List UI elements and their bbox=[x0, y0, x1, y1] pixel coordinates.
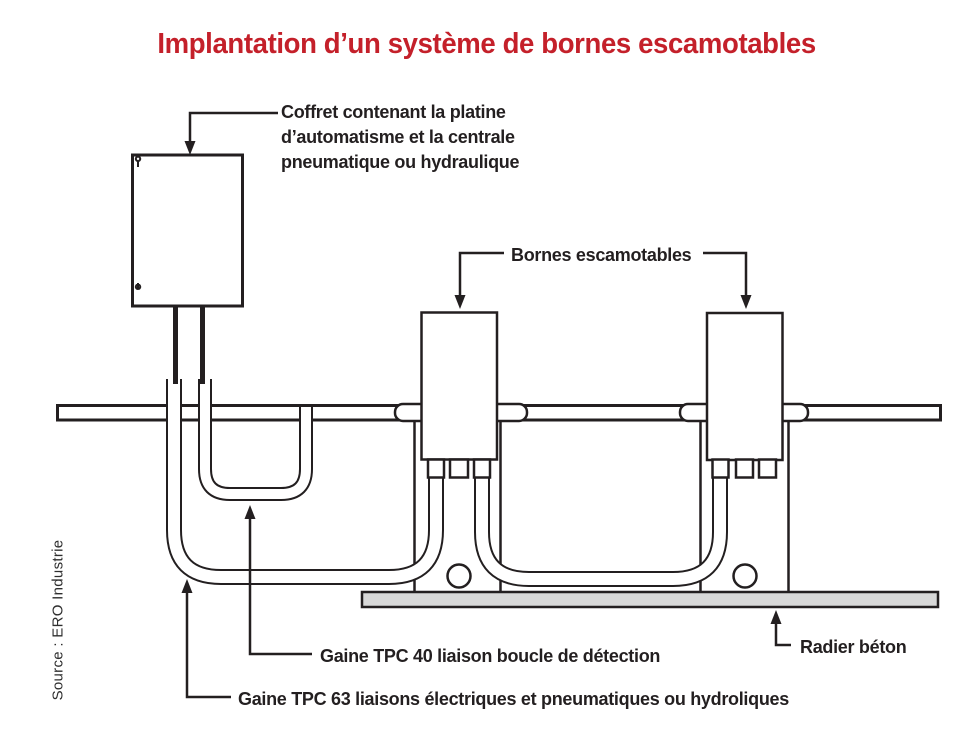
bornes-leader-left bbox=[458, 251, 504, 297]
right-bollard-stub-1 bbox=[711, 458, 730, 479]
page-title: Implantation d’un système de bornes esca… bbox=[0, 28, 973, 61]
tpc40-label: Gaine TPC 40 liaison boucle de détection bbox=[320, 646, 661, 666]
pipe-tpc63-cabinet-run-bore bbox=[168, 379, 442, 583]
bornes-arrow-right-icon bbox=[740, 295, 752, 309]
page-title-text: Implantation d’un système de bornes esca… bbox=[157, 28, 816, 60]
tpc40-arrow-icon bbox=[244, 505, 256, 519]
cabinet-label: Coffret contenant la platine d’automatis… bbox=[281, 100, 520, 175]
radier-label: Radier béton bbox=[800, 637, 907, 657]
tpc63-leader-line bbox=[185, 591, 231, 699]
tpc63-label: Gaine TPC 63 liaisons électriques et pne… bbox=[238, 689, 789, 709]
pipe-tpc63-bollard-link-outline bbox=[474, 477, 728, 587]
left-bollard-stub-3 bbox=[472, 458, 492, 479]
cabinet-arrow-icon bbox=[184, 141, 196, 155]
pipe-tpc63-bollard-link-bore bbox=[476, 477, 726, 585]
cabinet-label-line1: Coffret contenant la platine bbox=[281, 102, 506, 122]
right-bollard-body bbox=[705, 311, 784, 462]
left-bollard-body bbox=[420, 311, 499, 461]
tpc63-arrow-icon bbox=[181, 579, 193, 593]
cabinet-lock-icon bbox=[134, 155, 142, 167]
bornes-label: Bornes escamotables bbox=[511, 245, 692, 265]
right-bollard-stub-3 bbox=[757, 458, 778, 479]
right-casing-hole bbox=[732, 563, 758, 589]
cabinet-leader-line bbox=[188, 111, 278, 147]
tpc40-leader-line bbox=[248, 517, 312, 656]
cabinet-box bbox=[131, 153, 244, 308]
radier-arrow-icon bbox=[770, 610, 782, 624]
left-bollard-stub-2 bbox=[448, 458, 470, 479]
source-credit: Source : ERO Industrie bbox=[49, 539, 67, 701]
left-bollard-stub-1 bbox=[426, 458, 446, 479]
radier-leader-line bbox=[774, 622, 791, 647]
bornes-leader-right bbox=[703, 251, 748, 297]
pipe-tpc40-detection-loop-bore bbox=[200, 379, 311, 499]
left-casing-hole bbox=[446, 563, 472, 589]
bornes-arrow-left-icon bbox=[454, 295, 466, 309]
pipe-tpc40-detection-loop-outline bbox=[198, 379, 313, 501]
cabinet-label-line3: pneumatique ou hydraulique bbox=[281, 152, 520, 172]
right-bollard-stub-2 bbox=[734, 458, 755, 479]
concrete-slab bbox=[360, 590, 940, 609]
cabinet-hinge-icon bbox=[134, 283, 142, 290]
cabinet-label-line2: d’automatisme et la centrale bbox=[281, 127, 515, 147]
